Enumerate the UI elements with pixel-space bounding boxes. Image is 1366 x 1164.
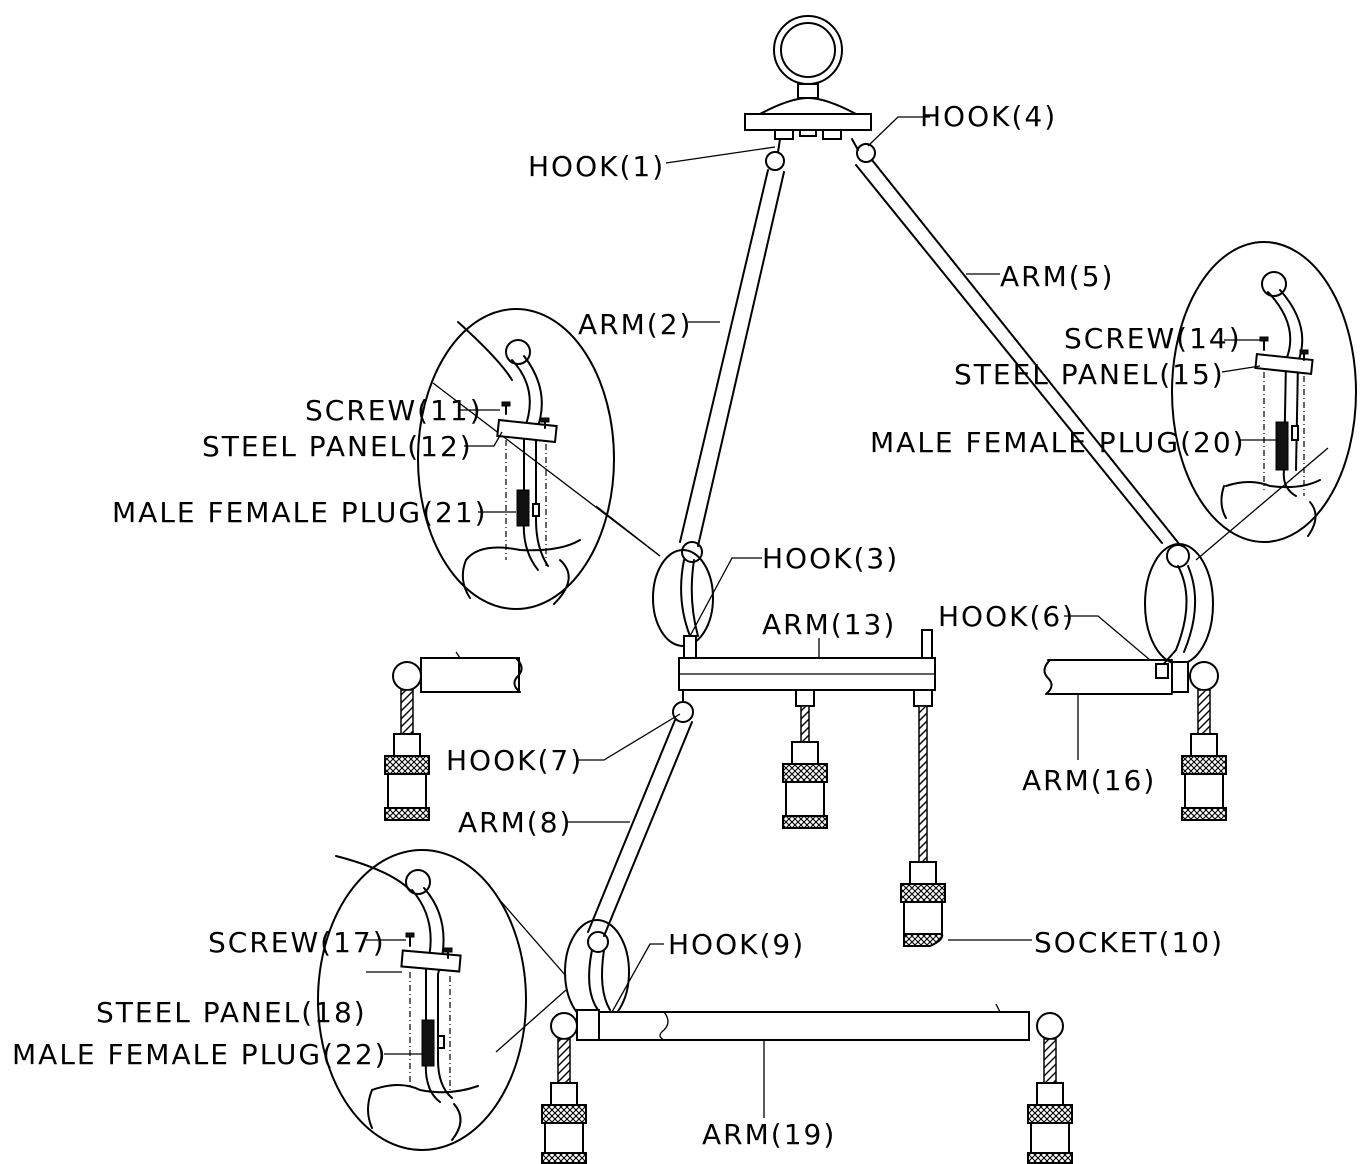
left-arm-piece <box>384 651 523 821</box>
arm-2-shape <box>679 169 785 547</box>
hook-4-shape <box>851 138 876 163</box>
label-arm-13: ARM(13) <box>762 608 896 641</box>
label-hook-6: HOOK(6) <box>938 600 1075 633</box>
socket-10-shape <box>900 689 946 947</box>
hook-6-joint <box>1144 543 1214 669</box>
label-steel-panel-18: STEEL PANEL(18) <box>96 996 367 1029</box>
socket-center-short <box>782 689 828 829</box>
label-arm-8: ARM(8) <box>458 806 572 839</box>
detail-view-right <box>1171 241 1357 561</box>
label-arm-16: ARM(16) <box>1022 764 1156 797</box>
label-hook-9: HOOK(9) <box>668 928 805 961</box>
arm-16-shape <box>1043 659 1227 821</box>
label-hook-3: HOOK(3) <box>762 542 899 575</box>
label-screw-14: SCREW(14) <box>1064 322 1242 355</box>
arm-8-shape <box>587 719 693 937</box>
detail-view-bottom <box>317 849 567 1151</box>
label-steel-panel-12: STEEL PANEL(12) <box>202 430 473 463</box>
hook-9-joint <box>564 919 630 1025</box>
label-hook-1: HOOK(1) <box>528 150 665 183</box>
canopy <box>744 15 872 140</box>
arm-19-shape <box>541 1003 1073 1164</box>
label-arm-19: ARM(19) <box>702 1118 836 1151</box>
hook-7-shape <box>672 689 694 723</box>
detail-view-left <box>417 308 661 610</box>
hook-1-shape <box>765 138 785 171</box>
label-plug-20: MALE FEMALE PLUG(20) <box>870 426 1246 459</box>
leader-lines <box>366 116 1276 1118</box>
label-steel-panel-15: STEEL PANEL(15) <box>954 358 1225 391</box>
label-socket-10: SOCKET(10) <box>1034 926 1224 959</box>
label-plug-22: MALE FEMALE PLUG(22) <box>12 1038 388 1071</box>
label-screw-11: SCREW(11) <box>305 394 483 427</box>
label-hook-7: HOOK(7) <box>446 744 583 777</box>
label-screw-17: SCREW(17) <box>208 926 386 959</box>
label-arm-2: ARM(2) <box>578 308 692 341</box>
label-hook-4: HOOK(4) <box>920 100 1057 133</box>
label-arm-5: ARM(5) <box>1000 260 1114 293</box>
hook-3-joint <box>652 541 714 659</box>
arm-5-shape <box>855 159 1181 546</box>
label-plug-21: MALE FEMALE PLUG(21) <box>112 496 488 529</box>
